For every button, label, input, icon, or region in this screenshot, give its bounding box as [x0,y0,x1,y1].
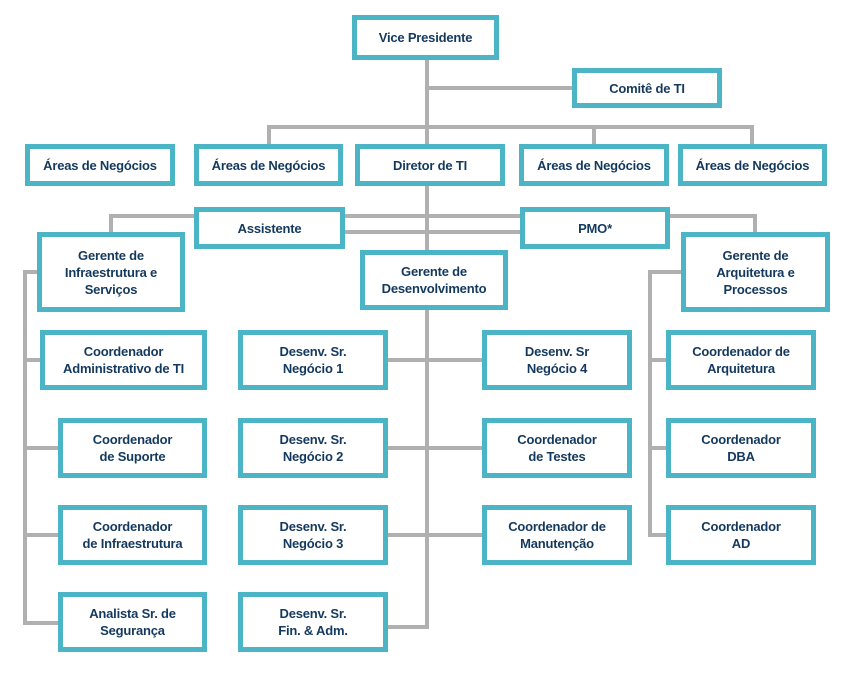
org-node-label: Áreas de Negócios [43,157,157,173]
org-node-label: Desenv. Sr. Fin. & Adm. [278,606,348,638]
connector-drop-areas-3 [592,125,596,144]
org-node-desenv-negocio-4: Desenv. Sr Negócio 4 [482,330,632,390]
connector-drop-areas-4 [750,125,754,144]
connector-pmo-right-v [753,214,757,232]
connector-pmo-right-h [670,214,757,218]
org-node-label: Analista Sr. de Segurança [89,606,176,638]
connector-to-comite-ti [427,86,574,90]
connector-vp-to-diretor [425,60,429,144]
org-node-label: Desenv. Sr Negócio 4 [524,344,590,376]
org-node-desenv-negocio-1: Desenv. Sr. Negócio 1 [238,330,388,390]
org-node-vice-presidente: Vice Presidente [352,15,499,60]
org-node-label: Gerente de Infraestrutura e Serviços [64,247,158,297]
org-node-label: Coordenador de Infraestrutura [82,519,183,551]
org-node-label: Coordenador de Testes [517,432,597,464]
connector-left-elbow-4 [23,621,60,625]
org-node-coordenador-manutencao: Coordenador de Manutenção [482,505,632,565]
org-node-comite-de-ti: Comitê de TI [572,68,722,108]
org-node-coordenador-infraestrutura: Coordenador de Infraestrutura [58,505,207,565]
connector-assistente-left-v [109,214,113,232]
org-node-coordenador-arquitetura: Coordenador de Arquitetura [666,330,816,390]
org-node-diretor-de-ti: Diretor de TI [355,144,505,186]
connector-mid-row-1 [388,358,482,362]
org-node-areas-de-negocios-4: Áreas de Negócios [678,144,827,186]
connector-right-elbow-3 [648,533,668,537]
org-node-label: Áreas de Negócios [537,157,651,173]
connector-left-elbow-1 [23,358,42,362]
connector-drop-areas-2 [267,125,271,144]
org-node-coordenador-testes: Coordenador de Testes [482,418,632,478]
org-node-label: Gerente de Desenvolvimento [381,264,487,296]
org-node-areas-de-negocios-1: Áreas de Negócios [25,144,175,186]
org-node-label: Coordenador AD [701,519,781,551]
org-node-label: Áreas de Negócios [211,157,326,173]
connector-diretor-to-ger-dev [425,186,429,250]
org-node-label: Coordenador de Manutenção [508,519,606,551]
org-node-label: Vice Presidente [378,30,473,45]
org-node-label: Coordenador de Suporte [92,432,173,464]
org-node-coordenador-dba: Coordenador DBA [666,418,816,478]
org-node-label: Comitê de TI [609,80,685,96]
org-node-areas-de-negocios-3: Áreas de Negócios [519,144,669,186]
org-node-assistente: Assistente [194,207,345,249]
org-node-analista-seguranca: Analista Sr. de Segurança [58,592,207,652]
connector-mid-row-2 [388,446,482,450]
connector-left-spine-top [23,270,37,274]
org-node-label: Coordenador Administrativo de TI [63,344,184,376]
connector-right-elbow-2 [648,446,668,450]
org-node-label: Coordenador DBA [701,432,781,464]
org-node-gerente-desenvolvimento: Gerente de Desenvolvimento [360,250,508,310]
org-node-desenv-negocio-3: Desenv. Sr. Negócio 3 [238,505,388,565]
connector-left-elbow-3 [23,533,60,537]
org-node-label: Desenv. Sr. Negócio 1 [279,344,347,376]
org-node-coordenador-ad: Coordenador AD [666,505,816,565]
org-node-desenv-negocio-2: Desenv. Sr. Negócio 2 [238,418,388,478]
connector-assistente-left-h [109,214,194,218]
org-node-label: Assistente [237,220,302,236]
org-node-pmo: PMO* [520,207,670,249]
org-node-label: Desenv. Sr. Negócio 3 [279,519,347,551]
connector-right-spine-top [648,270,681,274]
org-node-desenv-fin-adm: Desenv. Sr. Fin. & Adm. [238,592,388,652]
org-node-label: Diretor de TI [393,157,467,173]
org-node-gerente-infraestrutura: Gerente de Infraestrutura e Serviços [37,232,185,312]
org-node-gerente-arquitetura: Gerente de Arquitetura e Processos [681,232,830,312]
org-node-label: Desenv. Sr. Negócio 2 [279,432,347,464]
connector-right-elbow-1 [648,358,668,362]
org-node-label: PMO* [578,220,612,236]
org-node-label: Gerente de Arquitetura e Processos [716,247,795,297]
connector-mid-row-3 [388,533,482,537]
org-node-coordenador-administrativo: Coordenador Administrativo de TI [40,330,207,390]
connector-assistente-pmo-upper [345,214,520,218]
connector-right-spine [648,270,652,537]
org-node-label: Coordenador de Arquitetura [692,344,790,376]
connector-mid-spine [425,310,429,629]
org-node-label: Áreas de Negócios [695,157,810,173]
connector-level2-bus [267,125,754,129]
org-node-coordenador-suporte: Coordenador de Suporte [58,418,207,478]
connector-assistente-pmo-lower [345,230,520,234]
connector-mid-elbow-4 [388,625,429,629]
connector-left-elbow-2 [23,446,60,450]
org-node-areas-de-negocios-2: Áreas de Negócios [194,144,343,186]
